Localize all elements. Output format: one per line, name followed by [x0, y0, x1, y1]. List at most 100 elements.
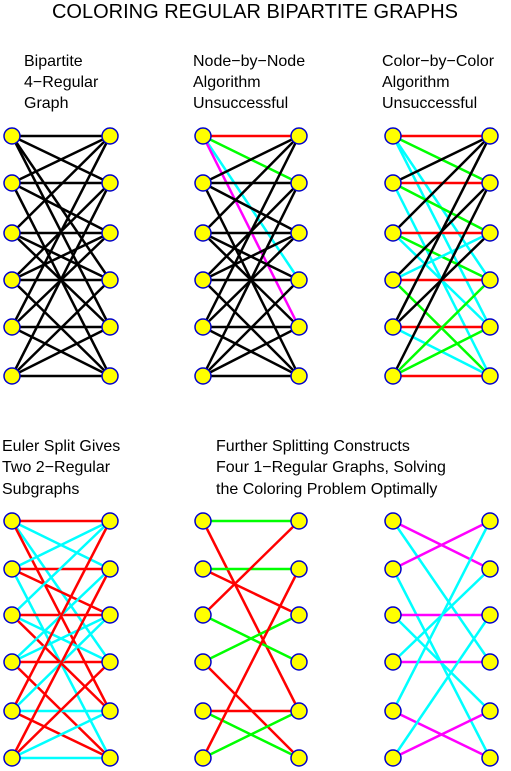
node-right-4 — [101, 702, 119, 720]
graph-panel-one-regular-b — [384, 512, 499, 767]
node-right-2 — [101, 606, 119, 624]
node-right-3 — [290, 653, 308, 671]
node-left-2 — [194, 606, 212, 624]
node-right-1 — [290, 560, 308, 578]
caption-bipartite-line-1: Bipartite — [24, 53, 83, 70]
node-left-5 — [3, 367, 21, 385]
node-left-3 — [384, 653, 402, 671]
node-left-2 — [3, 224, 21, 242]
node-right-2 — [481, 224, 499, 242]
graph-panel-node-by-node — [194, 127, 308, 385]
node-right-4 — [101, 318, 119, 336]
node-left-0 — [194, 127, 212, 145]
node-left-2 — [384, 224, 402, 242]
node-right-2 — [290, 224, 308, 242]
edge-cyan-l1-r0 — [11, 519, 111, 571]
graph-panel-euler-split — [3, 512, 119, 767]
edge-black-l5-r4 — [11, 325, 111, 378]
edge-cyan-l0-r3 — [391, 520, 492, 663]
edge-black-l2-r0 — [202, 135, 300, 234]
edge-magenta-l5-r4 — [392, 709, 491, 760]
graph-panel-one-regular-a — [194, 512, 308, 767]
node-right-1 — [481, 174, 499, 192]
node-left-0 — [3, 512, 21, 530]
node-right-0 — [290, 512, 308, 530]
edge-black-l1-r0 — [11, 134, 111, 185]
node-right-2 — [290, 606, 308, 624]
node-right-0 — [290, 127, 308, 145]
node-right-3 — [290, 271, 308, 289]
edge-black-l5-r3 — [202, 279, 300, 377]
node-left-1 — [384, 560, 402, 578]
caption-node-by-node-line-1: Node−by−Node — [193, 53, 305, 70]
node-left-0 — [3, 127, 21, 145]
node-right-0 — [101, 512, 119, 530]
caption-bipartite-line-3: Graph — [24, 95, 68, 112]
edge-black-l1-r0 — [392, 134, 491, 185]
edge-black-l4-r0 — [391, 135, 492, 328]
edge-red-l5-r3 — [11, 661, 111, 759]
node-right-0 — [101, 127, 119, 145]
node-left-3 — [3, 271, 21, 289]
caption-color-by-color-line-2: Algorithm — [382, 74, 450, 91]
edge-black-l3-r2 — [11, 231, 111, 282]
edge-black-l5-r1 — [10, 182, 112, 377]
edge-green-l5-r4 — [202, 709, 300, 760]
figure-title: COLORING REGULAR BIPARTITE GRAPHS — [52, 1, 458, 23]
node-right-1 — [290, 174, 308, 192]
edge-green-l5-r4 — [392, 325, 491, 378]
edge-cyan-l3-r2 — [392, 231, 491, 282]
edge-red-l2-r0 — [202, 520, 300, 616]
node-right-0 — [481, 127, 499, 145]
node-right-4 — [481, 702, 499, 720]
node-left-3 — [194, 653, 212, 671]
edge-cyan-l2-r0 — [11, 520, 111, 616]
edge-red-l1-r2 — [11, 567, 111, 617]
caption-node-by-node-line-3: Unsuccessful — [193, 95, 288, 112]
node-left-0 — [384, 512, 402, 530]
edge-black-l1-r2 — [11, 181, 111, 235]
edge-red-l5-r1 — [10, 568, 112, 759]
node-left-5 — [194, 749, 212, 767]
node-left-1 — [3, 560, 21, 578]
node-right-3 — [481, 653, 499, 671]
edge-black-l1-r0 — [202, 134, 300, 185]
node-left-2 — [384, 606, 402, 624]
caption-further-splitting-line-1: Further Splitting Constructs — [216, 438, 410, 455]
caption-color-by-color-line-1: Color−by−Color — [382, 53, 495, 70]
node-right-1 — [101, 174, 119, 192]
node-right-2 — [481, 606, 499, 624]
caption-euler-split-line-2: Two 2−Regular — [2, 459, 111, 476]
edge-red-l4-r0 — [10, 520, 112, 712]
edge-black-l5-r1 — [391, 182, 492, 377]
node-right-2 — [101, 224, 119, 242]
edge-red-l1-r2 — [202, 567, 300, 617]
node-right-5 — [101, 749, 119, 767]
edge-cyan-l5-r2 — [391, 614, 492, 759]
node-left-1 — [384, 174, 402, 192]
caption-node-by-node-line-2: Algorithm — [193, 74, 261, 91]
node-left-0 — [194, 512, 212, 530]
node-left-4 — [194, 702, 212, 720]
node-left-2 — [194, 224, 212, 242]
node-right-3 — [101, 271, 119, 289]
caption-bipartite-line-2: 4−Regular — [24, 74, 99, 91]
node-right-4 — [481, 318, 499, 336]
node-left-1 — [194, 174, 212, 192]
edge-red-l0-r4 — [201, 520, 301, 712]
node-right-0 — [481, 512, 499, 530]
node-left-3 — [194, 271, 212, 289]
node-right-5 — [101, 367, 119, 385]
node-left-4 — [194, 318, 212, 336]
edge-green-l3-r2 — [202, 613, 300, 664]
edge-black-l4-r0 — [10, 135, 112, 328]
edge-cyan-l5-r4 — [11, 709, 111, 760]
graph-panel-bipartite — [3, 127, 119, 385]
node-left-4 — [3, 318, 21, 336]
graph-panels — [3, 127, 499, 767]
node-left-5 — [194, 367, 212, 385]
node-right-5 — [481, 367, 499, 385]
node-left-1 — [194, 560, 212, 578]
node-left-0 — [384, 127, 402, 145]
